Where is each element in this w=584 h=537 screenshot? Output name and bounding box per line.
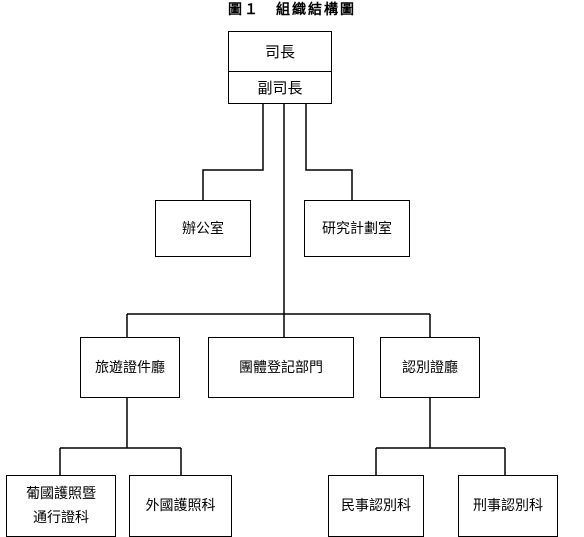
- travel-documents-label: 旅遊證件廳: [95, 359, 165, 376]
- identification-label: 認別證廳: [402, 359, 458, 376]
- office-label: 辦公室: [182, 220, 224, 237]
- connector-office: [202, 104, 264, 200]
- portuguese-passport-box: 葡國護照暨 通行證科: [6, 475, 116, 537]
- criminal-identification-label: 刑事認別科: [473, 498, 543, 514]
- research-office-box: 研究計劃室: [304, 200, 410, 257]
- criminal-identification-box: 刑事認別科: [458, 475, 558, 537]
- foreign-passport-box: 外國護照科: [129, 475, 232, 537]
- portuguese-passport-label-line2: 通行證科: [33, 510, 89, 526]
- director-label: 司長: [229, 32, 331, 72]
- deputy-director-label: 副司長: [257, 79, 303, 97]
- identification-box: 認別證廳: [380, 337, 480, 398]
- chart-title: 圖１ 組織結構圖: [228, 2, 356, 18]
- foreign-passport-label: 外國護照科: [145, 498, 216, 514]
- research-office-label: 研究計劃室: [322, 220, 392, 237]
- civil-identification-box: 民事認別科: [328, 475, 424, 537]
- group-registration-box: 團體登記部門: [208, 337, 354, 398]
- travel-documents-box: 旅遊證件廳: [80, 337, 180, 398]
- civil-identification-label: 民事認別科: [341, 498, 411, 514]
- connector-research: [305, 104, 353, 200]
- office-box: 辦公室: [155, 200, 251, 257]
- portuguese-passport-label-line1: 葡國護照暨: [26, 486, 96, 502]
- group-registration-label: 團體登記部門: [239, 359, 323, 376]
- director-box: 司長 副司長: [228, 31, 332, 104]
